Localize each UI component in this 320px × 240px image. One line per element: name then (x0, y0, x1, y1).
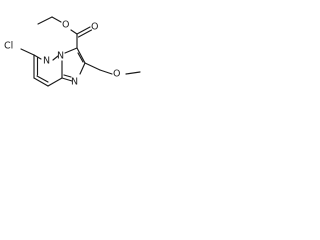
ester-group-bonds (37, 16, 93, 49)
bond-ch2-ch3 (37, 16, 53, 25)
bond-c8-c7 (33, 77, 49, 87)
pyridazine-ring-bonds (33, 54, 63, 87)
ester-oxygen-label: O (62, 20, 69, 31)
bond-c2-ch2 (84, 62, 101, 71)
bond-c6-n1 (33, 54, 42, 60)
imidazole-ring-bonds (61, 47, 86, 82)
structure-canvas: Cl N N N O O O (0, 0, 144, 110)
bond-c3-c2 (76, 47, 86, 64)
bond-ch2-o (99, 69, 113, 75)
chlorine-label: Cl (4, 41, 13, 52)
bond-carbonyl-o-double-a (76, 26, 91, 35)
bond-carbonyl-o-single (70, 29, 78, 35)
bond-n1-n5 (52, 55, 59, 61)
bond-carbonyl-o-double-b (77, 29, 93, 38)
bond-n1-c8a (61, 77, 73, 82)
bond-c3-c2-inner (77, 52, 84, 63)
ether-oxygen-label: O (113, 69, 120, 80)
molecule-structure: Cl N N N O O O (4, 16, 141, 88)
bond-c8-c7-inner (36, 75, 49, 83)
carbonyl-oxygen-label: O (91, 22, 98, 33)
bond-o-ch2 (51, 16, 62, 23)
ring-nitrogen-lower-label: N (71, 77, 78, 88)
ring-nitrogen-upper-label: N (43, 56, 50, 67)
bond-c8a-c8 (47, 77, 63, 87)
bond-n5-c3 (64, 47, 78, 54)
bond-c2-n1 (79, 62, 86, 75)
bond-c6-cl (20, 48, 35, 56)
bond-n1-c8a-inner (63, 74, 72, 78)
methoxymethyl-bonds (84, 62, 141, 75)
ring-nitrogen-bridge-label: N (57, 51, 64, 62)
bond-o-ch3 (125, 71, 141, 75)
